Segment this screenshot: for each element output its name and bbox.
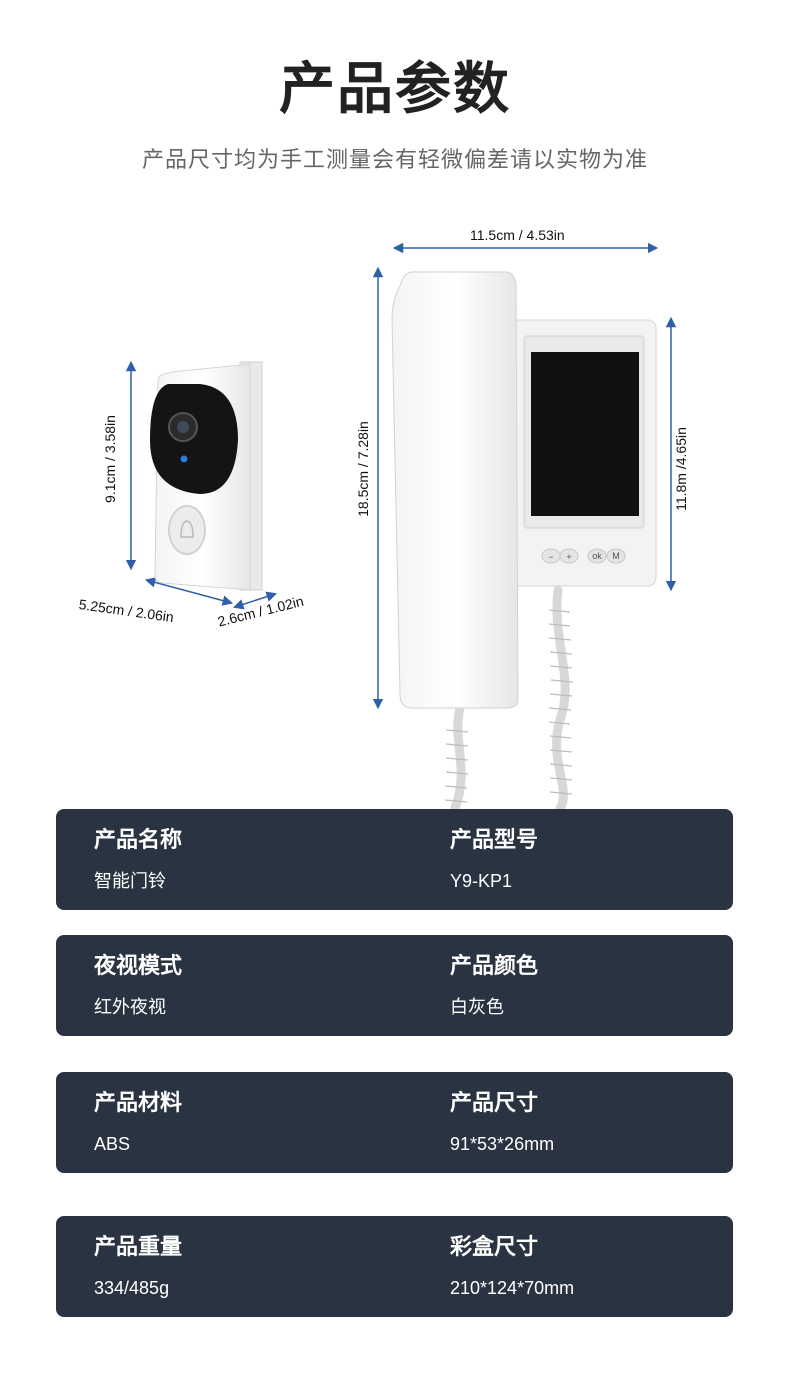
monitor-button-group: − + ok M xyxy=(541,548,626,564)
spec-label: 产品型号 xyxy=(450,828,539,853)
m-button xyxy=(606,548,626,564)
spec-label: 夜视模式 xyxy=(94,954,183,979)
monitor-device xyxy=(505,319,657,587)
plus-button-label: + xyxy=(566,552,571,562)
ok-button xyxy=(587,548,607,564)
minus-button-label: − xyxy=(548,552,553,562)
spec-value: 红外夜视 xyxy=(94,997,166,1017)
page-title: 产品参数 xyxy=(279,57,511,122)
ok-button-label: ok xyxy=(592,551,602,561)
spec-value: 白灰色 xyxy=(450,997,504,1017)
doorbell-height-label: 9.1cm / 3.58in xyxy=(102,415,118,503)
handset xyxy=(391,271,519,709)
monitor-screen xyxy=(531,352,639,516)
spec-value: 334/485g xyxy=(94,1278,170,1298)
spec-card: 产品重量 334/485g 彩盒尺寸 210*124*70mm xyxy=(56,1216,733,1317)
monitor-height-label: 18.5cm / 7.28in xyxy=(355,421,371,517)
spec-label: 产品名称 xyxy=(94,828,183,853)
spec-card: 产品名称 智能门铃 产品型号 Y9-KP1 xyxy=(56,809,733,910)
doorbell-device xyxy=(150,361,263,591)
page-subtitle: 产品尺寸均为手工测量会有轻微偏差请以实物为准 xyxy=(141,148,648,173)
spec-value: 91*53*26mm xyxy=(450,1134,555,1154)
spec-card: 产品材料 ABS 产品尺寸 91*53*26mm xyxy=(56,1072,733,1173)
doorbell-depth-arrow xyxy=(233,591,277,610)
spec-value: 210*124*70mm xyxy=(450,1278,575,1298)
handset-cord xyxy=(450,585,570,813)
monitor-width-label: 11.5cm / 4.53in xyxy=(470,227,565,243)
spec-value: ABS xyxy=(94,1134,131,1154)
doorbell-width-arrow xyxy=(144,577,234,606)
plus-button xyxy=(559,548,579,564)
screen-height-label: 11.8m /4.65in xyxy=(673,427,689,511)
spec-label: 产品重量 xyxy=(94,1235,183,1260)
m-button-label: M xyxy=(612,551,620,561)
spec-label: 产品尺寸 xyxy=(450,1091,539,1116)
spec-label: 产品颜色 xyxy=(450,954,539,979)
product-illustration: − + ok M xyxy=(125,242,677,813)
spec-value: Y9-KP1 xyxy=(450,871,513,891)
spec-card: 夜视模式 红外夜视 产品颜色 白灰色 xyxy=(56,935,733,1036)
spec-value: 智能门铃 xyxy=(94,871,166,891)
handset-cord-coils xyxy=(444,609,574,803)
spec-label: 产品材料 xyxy=(94,1091,183,1116)
spec-label: 彩盒尺寸 xyxy=(450,1235,539,1260)
